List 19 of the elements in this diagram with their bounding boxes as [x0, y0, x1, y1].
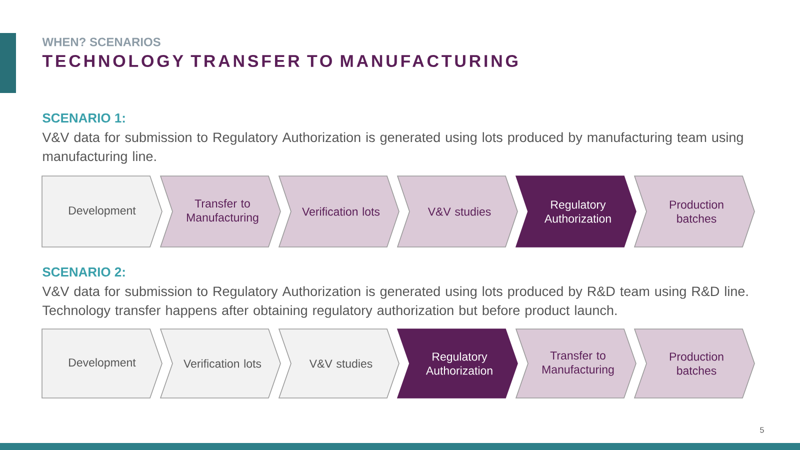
chevron-step: V&V studies [396, 176, 518, 248]
scenario-description: V&V data for submission to Regulatory Authorization is generated using lots produced by manufacturing team using manufacturing line. [42, 132, 743, 164]
subtitle: WHEN? SCENARIOS [42, 38, 160, 46]
chevron-step: Transfer to Manufacturing [160, 176, 281, 248]
scenario-description: V&V data for submission to Regulatory Authorization is generated using lots produced by R&D team using R&D line. Technology transfer happens after obtaining regulatory authorization but before product launch. [42, 286, 748, 318]
chevron-step: Regulatory Authorization [396, 328, 518, 398]
page-number: 5 [760, 427, 764, 433]
chevron-step: V&V studies [278, 328, 400, 398]
scenario-heading: SCENARIO 1: [42, 113, 125, 123]
chevron-step: Verification lots [278, 176, 400, 248]
title: TECHNOLOGY TRANSFER TO MANUFACTURING [42, 54, 518, 68]
chevron-step: Development [42, 176, 162, 248]
chevron-step: Regulatory Authorization [515, 176, 636, 248]
scenario-heading: SCENARIO 2: [42, 267, 125, 277]
chevron-step: Production batches [634, 176, 755, 248]
chevron-step: Verification lots [160, 328, 281, 398]
chevron-step: Development [42, 328, 162, 398]
chevron-step: Transfer to Manufacturing [515, 328, 636, 398]
chevron-step: Production batches [634, 328, 755, 398]
